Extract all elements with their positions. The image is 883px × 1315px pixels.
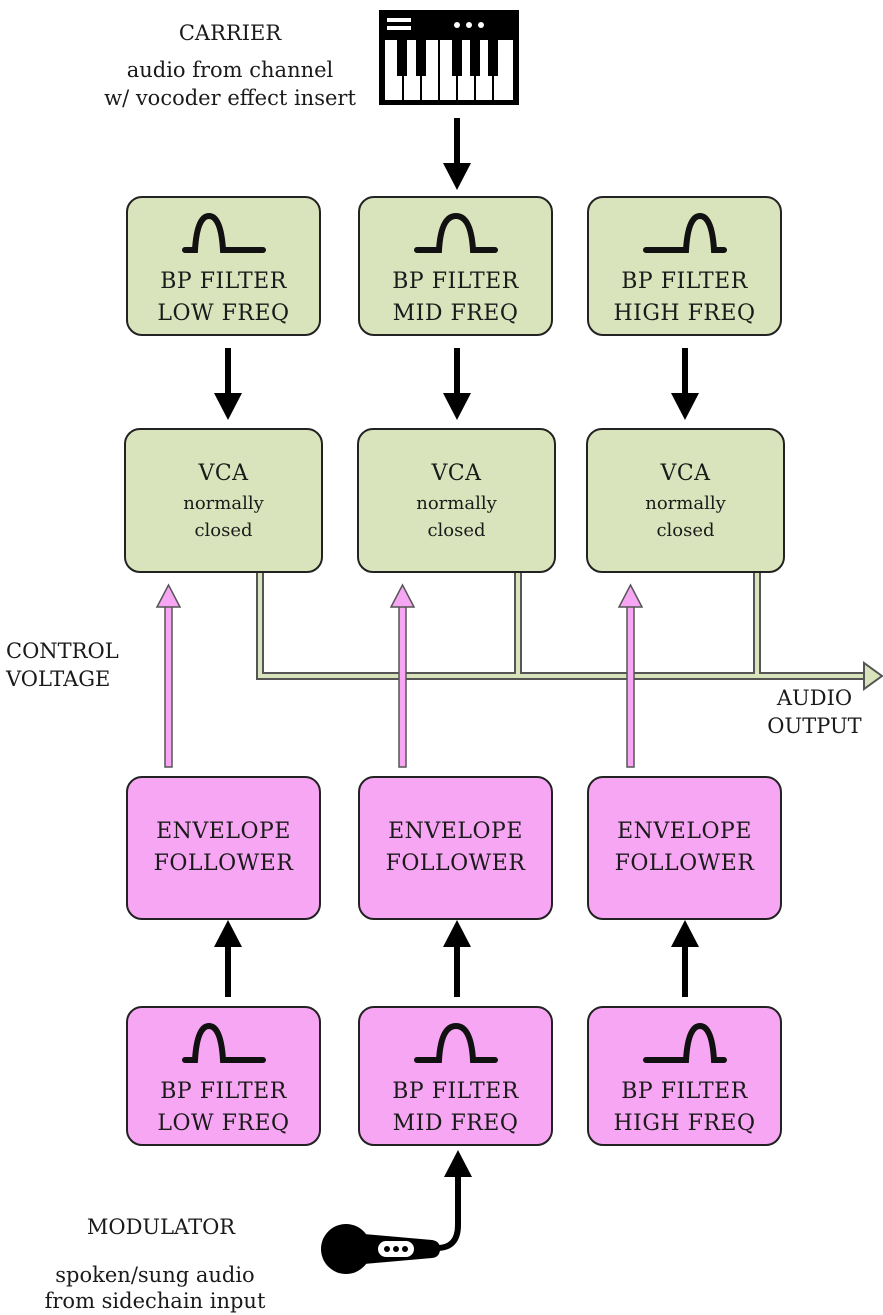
modulator-filter-low-line1: BP FILTER (160, 1079, 287, 1104)
control-voltage-line1: CONTROL (6, 639, 119, 663)
bandpass-mid-icon (413, 212, 498, 253)
arrow-filter-to-vca-mid (443, 348, 471, 420)
vca-mid: VCA normally closed (357, 428, 556, 573)
modulator-description-line2: from sidechain input (44, 1289, 266, 1313)
audio-output-line1: AUDIO (776, 686, 853, 710)
vca-mid-line2: closed (427, 519, 486, 541)
modulator-filter-high-line1: BP FILTER (621, 1079, 748, 1104)
vca-high-title: VCA (660, 460, 711, 486)
arrow-filter-to-vca-high (671, 348, 699, 420)
carrier-filter-low: BP FILTER LOW FREQ (126, 196, 321, 336)
carrier-filter-high: BP FILTER HIGH FREQ (587, 196, 782, 336)
vca-low: VCA normally closed (124, 428, 323, 573)
vca-mid-title: VCA (431, 460, 482, 486)
modulator-filter-mid-line2: MID FREQ (392, 1111, 519, 1136)
modulator-description: spoken/sung audio from sidechain input (10, 1262, 300, 1314)
carrier-filter-high-line2: HIGH FREQ (613, 301, 756, 326)
arrow-filter-to-envelope-low (214, 920, 242, 997)
envelope-follower-high: ENVELOPE FOLLOWER (587, 776, 782, 920)
vca-high-line1: normally (645, 492, 726, 514)
carrier-description-line1: audio from channel (126, 58, 334, 82)
arrow-filter-to-envelope-high (671, 920, 699, 997)
envelope-low-line2: FOLLOWER (153, 851, 294, 876)
carrier-filter-low-line1: BP FILTER (160, 269, 287, 294)
vca-low-line2: closed (194, 519, 253, 541)
vca-low-title: VCA (198, 460, 249, 486)
control-voltage-arrow-high (617, 583, 644, 768)
vca-high-line2: closed (656, 519, 715, 541)
arrow-keyboard-to-filter (443, 118, 471, 190)
envelope-low-line1: ENVELOPE (156, 819, 291, 844)
modulator-filter-low: BP FILTER LOW FREQ (126, 1006, 321, 1146)
carrier-label: CARRIER audio from channel w/ vocoder ef… (100, 18, 360, 112)
modulator-filter-high-line2: HIGH FREQ (613, 1111, 756, 1136)
carrier-filter-mid-line1: BP FILTER (392, 269, 519, 294)
modulator-filter-low-line2: LOW FREQ (157, 1111, 290, 1136)
envelope-follower-mid: ENVELOPE FOLLOWER (358, 776, 553, 920)
carrier-filter-high-line1: BP FILTER (621, 269, 748, 294)
bandpass-low-icon (181, 1022, 266, 1063)
envelope-mid-line1: ENVELOPE (388, 819, 523, 844)
carrier-filter-low-line2: LOW FREQ (157, 301, 290, 326)
vca-mid-line1: normally (416, 492, 497, 514)
bandpass-low-icon (181, 212, 266, 253)
vca-low-line1: normally (183, 492, 264, 514)
envelope-high-line1: ENVELOPE (617, 819, 752, 844)
control-voltage-line2: VOLTAGE (6, 667, 111, 691)
modulator-title: MODULATOR (86, 1215, 236, 1239)
bandpass-mid-icon (413, 1022, 498, 1063)
control-voltage-label: CONTROL VOLTAGE (6, 637, 138, 693)
modulator-description-line1: spoken/sung audio (55, 1263, 255, 1287)
modulator-filter-high: BP FILTER HIGH FREQ (587, 1006, 782, 1146)
envelope-follower-low: ENVELOPE FOLLOWER (126, 776, 321, 920)
control-voltage-arrow-low (155, 583, 182, 768)
carrier-filter-mid-line2: MID FREQ (392, 301, 519, 326)
modulator-filter-mid: BP FILTER MID FREQ (358, 1006, 553, 1146)
arrow-mic-to-filter (436, 1150, 472, 1251)
control-voltage-arrow-mid (389, 583, 416, 768)
vca-high: VCA normally closed (586, 428, 785, 573)
audio-output-bus (256, 572, 883, 691)
carrier-title: CARRIER (178, 21, 282, 45)
audio-output-line2: OUTPUT (767, 714, 862, 738)
arrow-filter-to-envelope-mid (443, 920, 471, 997)
audio-output-label: AUDIO OUTPUT (752, 684, 877, 740)
bandpass-high-icon (642, 212, 727, 253)
envelope-mid-line2: FOLLOWER (385, 851, 526, 876)
carrier-description-line2: w/ vocoder effect insert (104, 86, 356, 110)
modulator-label: MODULATOR (30, 1212, 292, 1242)
carrier-filter-mid: BP FILTER MID FREQ (358, 196, 553, 336)
envelope-high-line2: FOLLOWER (614, 851, 755, 876)
keyboard-icon (379, 10, 519, 105)
microphone-icon (321, 1224, 440, 1274)
bandpass-high-icon (642, 1022, 727, 1063)
modulator-filter-mid-line1: BP FILTER (392, 1079, 519, 1104)
arrow-filter-to-vca-low (214, 348, 242, 420)
